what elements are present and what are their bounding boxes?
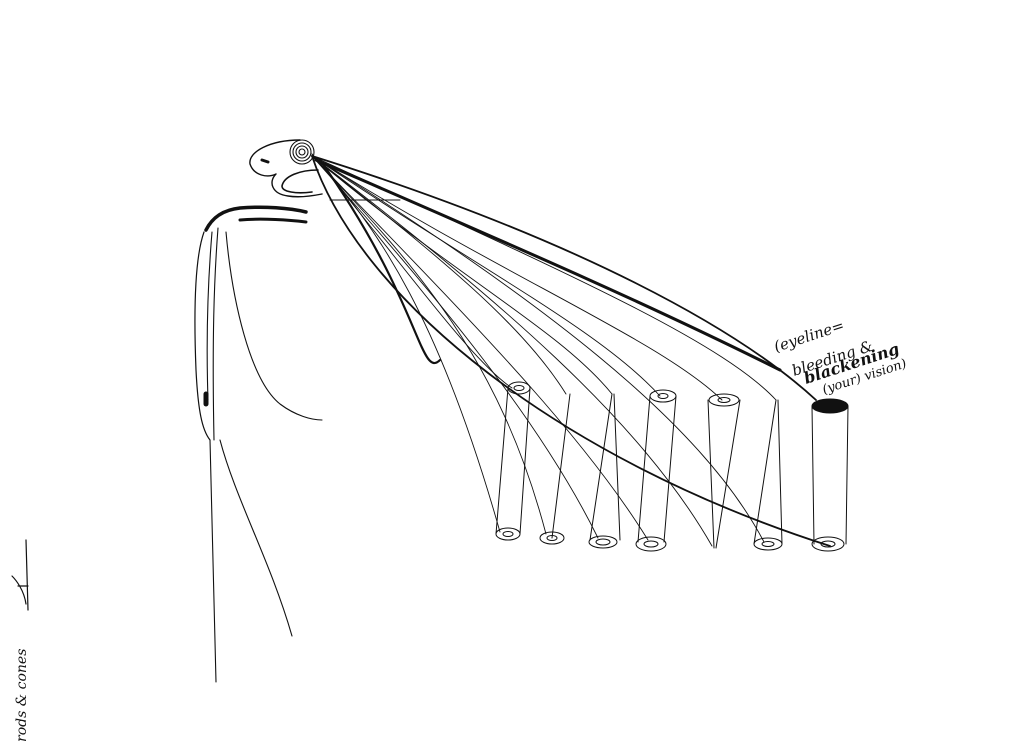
chest-curve xyxy=(225,231,323,421)
sight-lines xyxy=(311,153,831,547)
back-outline xyxy=(194,231,211,441)
rod-1 xyxy=(495,381,531,541)
rod-5-blackened xyxy=(811,398,849,552)
cone-1 xyxy=(588,393,621,549)
eye-spiral xyxy=(289,139,315,165)
figure xyxy=(194,139,323,683)
rod-4 xyxy=(707,393,741,549)
head-outline xyxy=(249,139,323,198)
rod-3 xyxy=(635,389,677,552)
nose-tip xyxy=(260,158,270,164)
cone-2 xyxy=(753,399,783,551)
leg-left xyxy=(209,439,217,683)
side-caption-group: rods & cones xyxy=(11,539,30,742)
cone-base-left-inner xyxy=(546,535,558,541)
rod-2 xyxy=(551,393,571,539)
arm-inner xyxy=(206,231,213,401)
side-caption: rods & cones xyxy=(14,649,30,742)
shoulder-arm-thick-2 xyxy=(238,217,308,224)
rods xyxy=(495,381,849,552)
cone-base-left xyxy=(539,531,565,545)
annotation: (eyeline= bleeding & blackening (your) v… xyxy=(772,316,909,398)
shoulder-arm-thick xyxy=(204,205,308,232)
side-signature-mark xyxy=(11,539,29,611)
arm-inner-2 xyxy=(212,227,219,441)
mouth-curve xyxy=(281,169,319,194)
leg-right xyxy=(219,439,293,637)
